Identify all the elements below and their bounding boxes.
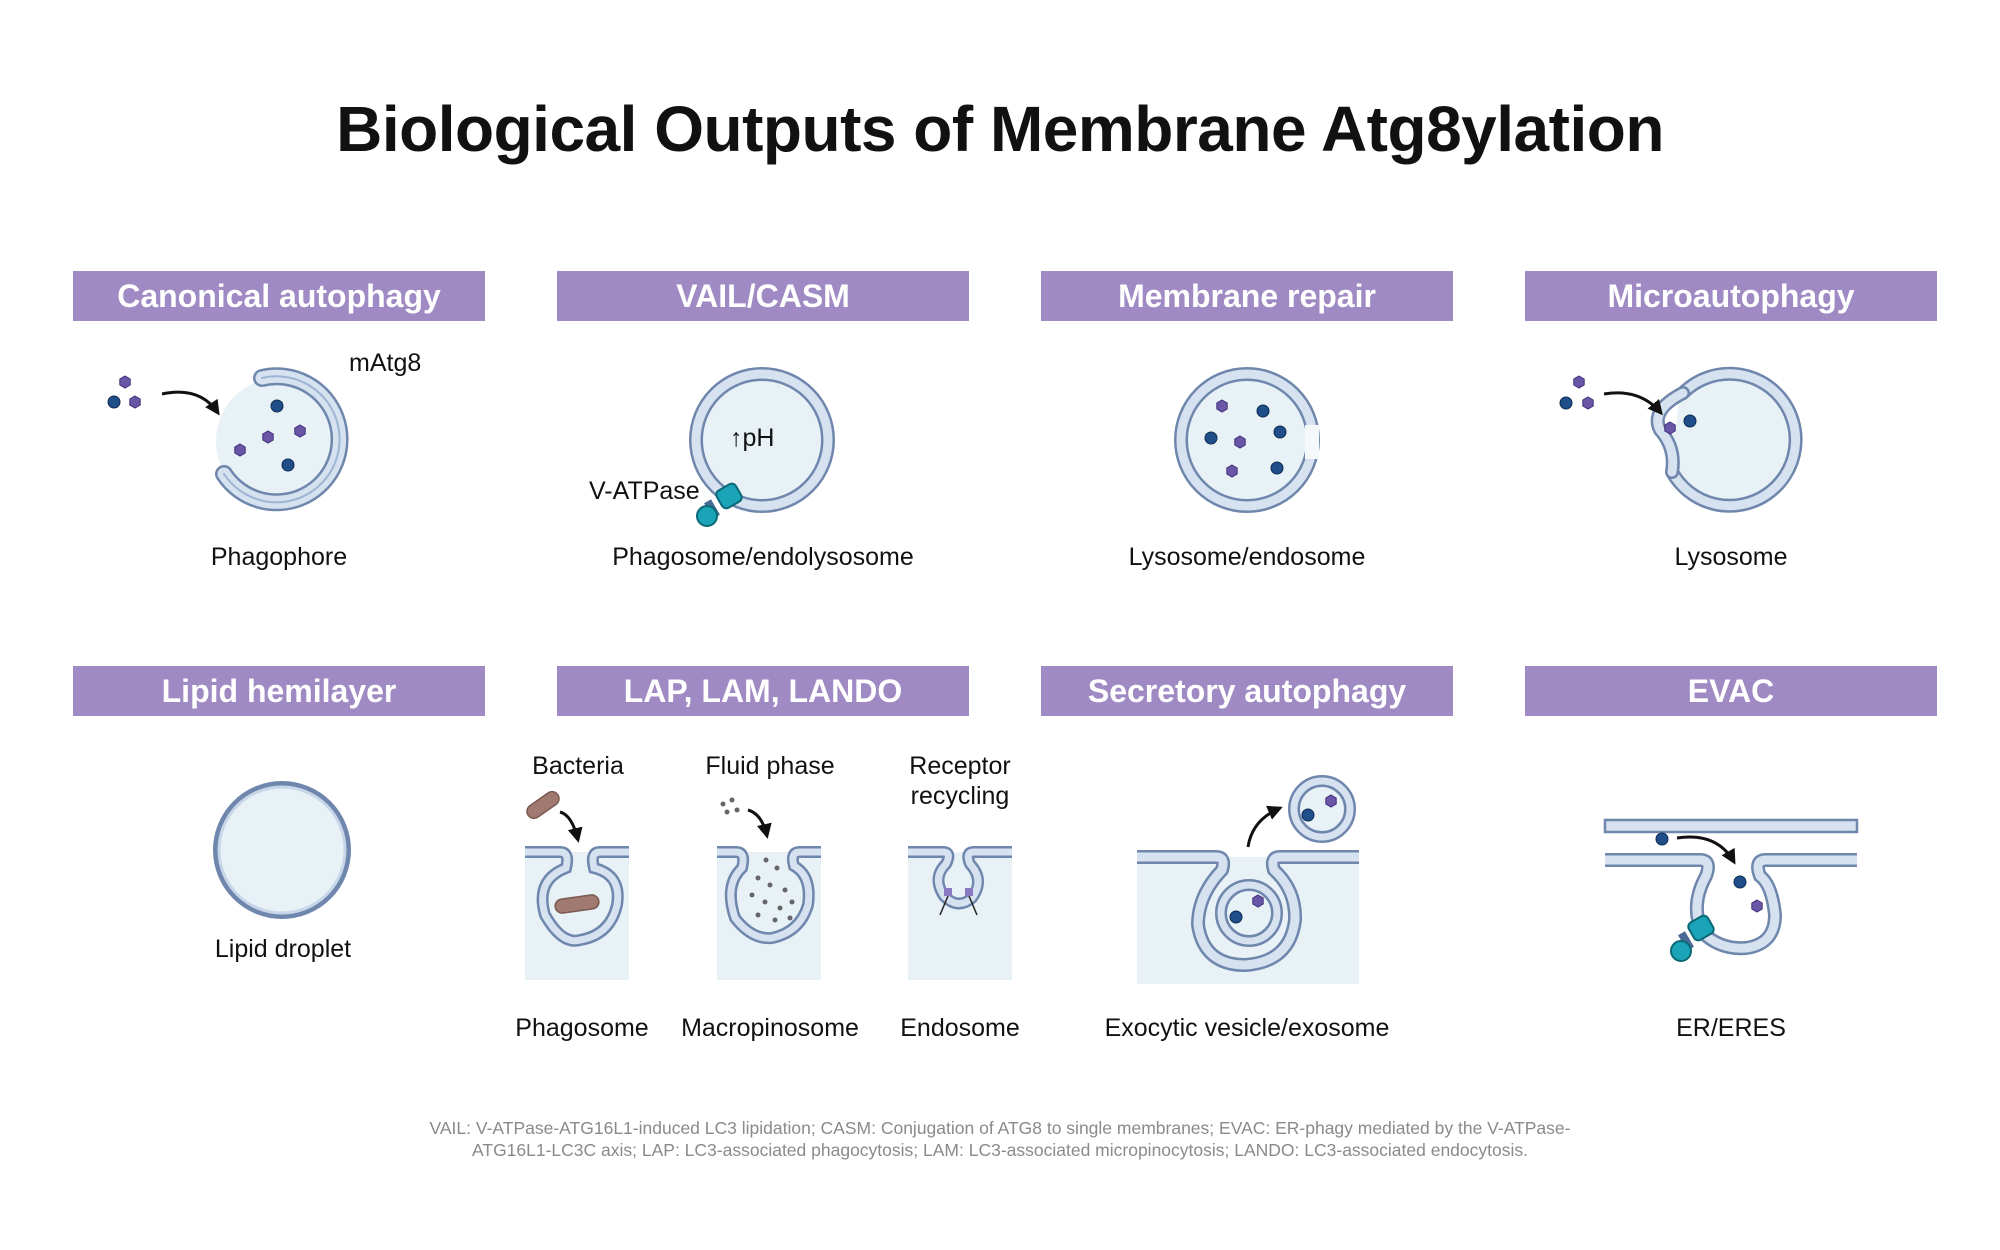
label-macropinosome: Macropinosome <box>681 1014 859 1042</box>
caption-bacteria: Bacteria <box>532 752 624 780</box>
cargo-dot <box>1273 425 1287 439</box>
label-exocytic-vesicle: Exocytic vesicle/exosome <box>1104 1014 1390 1042</box>
cargo-dot <box>1301 808 1315 822</box>
cargo-dot <box>1204 431 1218 445</box>
cargo-dot <box>1559 396 1573 410</box>
evac-er-illustration <box>1603 818 1859 962</box>
header-lap-lam-lando: LAP, LAM, LANDO <box>557 666 969 716</box>
secretion-arrow <box>1246 805 1283 848</box>
bacterium-icon <box>554 894 600 914</box>
page-title: Biological Outputs of Membrane Atg8ylati… <box>336 93 1664 165</box>
cargo-dot <box>1683 414 1697 428</box>
cargo-hex <box>1252 894 1264 908</box>
microautophagy-lysosome-illustration <box>1559 366 1803 513</box>
cargo-dot <box>1655 832 1669 846</box>
secretory-autophagy-illustration <box>1137 775 1359 984</box>
lipid-droplet-illustration <box>213 781 351 919</box>
endosome-illustration <box>908 846 1012 980</box>
label-endosome: Endosome <box>900 1014 1020 1042</box>
caption-receptor-line1: Receptor <box>909 752 1011 780</box>
header-secretory-autophagy: Secretory autophagy <box>1041 666 1453 716</box>
cargo-hex <box>1216 399 1228 413</box>
membrane-damage <box>1305 425 1319 459</box>
label-phagosome: Phagosome <box>515 1014 649 1042</box>
cargo-hex <box>234 443 246 457</box>
cargo-hex <box>129 395 141 409</box>
cargo-dot <box>270 399 284 413</box>
header-microautophagy: Microautophagy <box>1525 271 1937 321</box>
ph-annotation: ↑pH <box>730 424 775 452</box>
cargo-hex <box>294 424 306 438</box>
damaged-lysosome-illustration <box>1174 367 1320 513</box>
header-canonical-autophagy: Canonical autophagy <box>73 271 485 321</box>
receptor-icon <box>939 888 978 916</box>
fluid-particles <box>720 797 795 923</box>
uptake-arrow <box>161 390 220 416</box>
caption-fluid-phase: Fluid phase <box>705 752 835 780</box>
cargo-dot <box>1256 404 1270 418</box>
header-membrane-repair: Membrane repair <box>1041 271 1453 321</box>
v-atpase-icon <box>696 482 743 527</box>
cargo-dot <box>1229 910 1243 924</box>
cargo-hex <box>1234 435 1246 449</box>
macropinosome-illustration <box>717 797 821 980</box>
cargo-hex <box>1325 794 1337 808</box>
label-er-eres: ER/ERES <box>1676 1014 1786 1042</box>
phagophore-illustration <box>107 367 349 512</box>
cargo-hex <box>119 375 131 389</box>
label-lysosome: Lysosome <box>1674 543 1788 571</box>
phagosome-illustration <box>689 367 835 527</box>
label-phagosome-endolysosome: Phagosome/endolysosome <box>612 543 914 571</box>
caption-receptor-line2: recycling <box>910 782 1010 810</box>
footnote: VAIL: V-ATPase-ATG16L1-induced LC3 lipid… <box>300 1117 1700 1161</box>
cargo-hex <box>1226 464 1238 478</box>
cargo-dot <box>281 458 295 472</box>
cargo-dot <box>1270 461 1284 475</box>
cargo-hex <box>1573 375 1585 389</box>
uptake-arrow <box>1676 835 1736 865</box>
lap-phagosome-illustration <box>525 790 629 980</box>
header-evac: EVAC <box>1525 666 1937 716</box>
cargo-dot <box>107 395 121 409</box>
matg8-annotation: mAtg8 <box>349 349 422 377</box>
cargo-dot <box>1733 875 1747 889</box>
v-atpase-icon <box>1670 914 1715 962</box>
cargo-hex <box>1582 396 1594 410</box>
phagophore-lumen <box>216 378 342 504</box>
header-vail-casm: VAIL/CASM <box>557 271 969 321</box>
label-lipid-droplet: Lipid droplet <box>214 935 352 963</box>
cargo-hex <box>1664 421 1676 435</box>
header-lipid-hemilayer: Lipid hemilayer <box>73 666 485 716</box>
uptake-arrow <box>559 810 583 843</box>
label-phagophore: Phagophore <box>210 543 348 571</box>
footnote-line2: ATG16L1-LC3C axis; LAP: LC3-associated p… <box>472 1140 1528 1160</box>
cargo-hex <box>1751 899 1763 913</box>
v-atpase-annotation: V-ATPase <box>589 477 700 505</box>
label-lysosome-endosome: Lysosome/endosome <box>1128 543 1366 571</box>
uptake-arrow <box>1603 391 1663 416</box>
bacterium-icon <box>526 790 560 820</box>
cargo-hex <box>262 430 274 444</box>
uptake-arrow <box>747 808 772 839</box>
footnote-line1: VAIL: V-ATPase-ATG16L1-induced LC3 lipid… <box>429 1118 1571 1138</box>
